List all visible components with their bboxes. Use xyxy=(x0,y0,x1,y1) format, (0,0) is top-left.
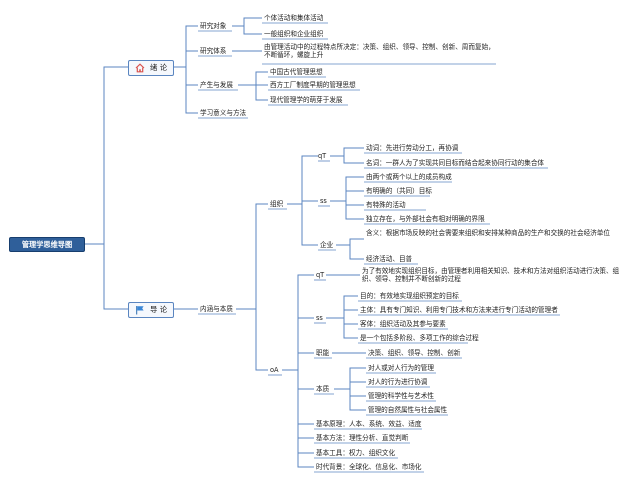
node-mgmt-extra-principle[interactable]: 基本原理：人本、系统、效益、适度 xyxy=(316,420,422,428)
node-mgmt-feat-item-2[interactable]: 主体：具有专门知识、利用专门技术和方法来进行专门活动的管理者 xyxy=(360,306,558,314)
home-icon xyxy=(135,63,145,73)
node-org-def[interactable]: qT xyxy=(318,152,327,160)
node-content[interactable]: 内涵与本质 xyxy=(200,305,233,313)
node-mgmt-extra-era[interactable]: 时代背景：全球化、信息化、市场化 xyxy=(316,463,422,471)
node-org-def-item-1[interactable]: 动词：先进行劳动分工，再协调 xyxy=(366,144,459,152)
node-origin-item-1[interactable]: 中国古代管理思想 xyxy=(270,68,323,76)
node-research-system-desc[interactable]: 由管理活动中的过程特点所决定：决策、组织、领导、控制、创新、周而复始，不断循环，… xyxy=(264,43,495,59)
flag-icon xyxy=(136,306,144,315)
node-org-def-item-2[interactable]: 名词：一群人为了实现共同目标而结合起来协同行动的集合体 xyxy=(366,159,545,167)
node-mgmt-feat-item-3[interactable]: 客体：组织活动及其参与要素 xyxy=(360,320,446,328)
node-org-feat-item-4[interactable]: 独立存在，与外部社会有相对明确的界限 xyxy=(366,215,485,223)
node-mgmt-feat-item-4[interactable]: 是一个包括多阶段、多项工作的综合过程 xyxy=(360,334,479,342)
topic-guide[interactable]: 导 论 xyxy=(128,302,174,318)
node-method[interactable]: 学习意义与方法 xyxy=(200,109,247,117)
node-mgmt[interactable]: oA xyxy=(270,366,279,374)
node-mgmt-essence-item-2[interactable]: 对人的行为进行协调 xyxy=(368,378,428,386)
node-mgmt-func[interactable]: 职能 xyxy=(316,349,330,357)
topic-intro[interactable]: 绪 论 xyxy=(128,60,174,76)
node-origin-item-2[interactable]: 西方工厂制度早期的管理思想 xyxy=(270,81,356,89)
node-research-object[interactable]: 研究对象 xyxy=(200,22,227,30)
node-mgmt-def-text[interactable]: 为了有效地实现组织目标，由管理者利用相关知识、技术和方法对组织活动进行决策、组织… xyxy=(362,267,620,283)
root-node[interactable]: 管理学思维导图 xyxy=(9,237,85,252)
node-org-feat[interactable]: ss xyxy=(320,197,327,205)
node-origin-item-3[interactable]: 现代管理学的萌芽于发展 xyxy=(270,96,343,104)
node-mgmt-extra-tool[interactable]: 基本工具：权力、组织文化 xyxy=(316,449,396,457)
node-mgmt-essence-item-4[interactable]: 管理的自然属性与社会属性 xyxy=(368,406,448,414)
node-org-feat-item-1[interactable]: 由两个或两个以上的成员构成 xyxy=(366,173,452,181)
node-research-object-item-2[interactable]: 一般组织和企业组织 xyxy=(264,30,324,38)
node-mgmt-essence[interactable]: 本质 xyxy=(316,385,330,393)
node-origin[interactable]: 产生与发展 xyxy=(200,81,233,89)
node-mgmt-func-text[interactable]: 决策、组织、领导、控制、创新 xyxy=(368,349,461,357)
node-research-system[interactable]: 研究体系 xyxy=(200,47,227,55)
node-mgmt-def[interactable]: qT xyxy=(316,271,325,279)
node-org-feat-item-3[interactable]: 有特殊的活动 xyxy=(366,201,406,209)
node-org[interactable]: 组织 xyxy=(270,200,284,208)
node-enterprise-econ[interactable]: 经济活动、目普 xyxy=(366,255,413,263)
node-mgmt-essence-item-3[interactable]: 管理的科学性与艺术性 xyxy=(368,392,434,400)
node-mgmt-feat-item-1[interactable]: 目的：有效地实现组织预定的目标 xyxy=(360,292,459,300)
node-enterprise[interactable]: 企业 xyxy=(320,241,334,249)
node-mgmt-essence-item-1[interactable]: 对人或对人行为的管理 xyxy=(368,364,434,372)
node-research-object-item-1[interactable]: 个体活动和集体活动 xyxy=(264,14,324,22)
topic-intro-label: 绪 论 xyxy=(150,63,168,72)
node-org-feat-item-2[interactable]: 有明确的（共同）目标 xyxy=(366,187,432,195)
node-enterprise-meaning[interactable]: 含义：根据市场反映的社会需要来组织和安排某种商品的生产和交换的社会经济单位 xyxy=(366,229,610,237)
node-mgmt-extra-method[interactable]: 基本方法：理性分析、直觉判断 xyxy=(316,434,409,442)
node-mgmt-feat[interactable]: ss xyxy=(316,314,323,322)
topic-guide-label: 导 论 xyxy=(150,305,168,314)
